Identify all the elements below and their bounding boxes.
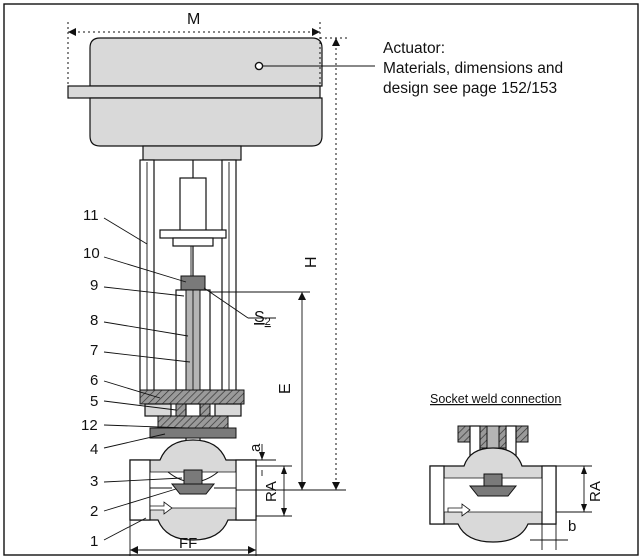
leader-lines	[103, 217, 276, 541]
dim-label-a: a	[247, 443, 264, 452]
part-number-8: 8	[90, 312, 98, 329]
dim-label-H: H	[303, 256, 320, 268]
inset-title: Socket weld connection	[430, 392, 561, 406]
inset-dim-label-b: b	[568, 518, 576, 535]
part-number-5: 5	[90, 393, 98, 410]
dim-label-S2: S2	[254, 309, 271, 328]
indicator-dot	[254, 61, 264, 71]
dim-label-RA: RA	[263, 481, 280, 502]
part-number-2: 2	[90, 503, 98, 520]
part-number-1: 1	[90, 533, 98, 550]
part-number-3: 3	[90, 473, 98, 490]
part-number-11: 11	[83, 207, 99, 224]
actuator-note-line3: design see page 152/153	[383, 80, 557, 97]
dim-label-E: E	[277, 383, 294, 394]
part-number-4: 4	[90, 441, 98, 458]
part-number-10: 10	[83, 245, 100, 262]
actuator	[67, 37, 375, 161]
dim-label-FF: FF	[179, 535, 197, 552]
part-number-6: 6	[90, 372, 98, 389]
socket-weld-inset	[429, 425, 592, 550]
border-frame	[3, 3, 639, 556]
part-number-7: 7	[90, 342, 98, 359]
actuator-note-line2: Materials, dimensions and	[383, 60, 563, 77]
inset-dim-label-RA: RA	[587, 481, 604, 502]
part-number-9: 9	[90, 277, 98, 294]
actuator-note-line1: Actuator:	[383, 40, 445, 57]
part-number-12: 12	[81, 417, 98, 434]
dim-label-M: M	[187, 11, 200, 28]
dimension-lines	[67, 22, 350, 556]
bonnet	[139, 275, 245, 445]
